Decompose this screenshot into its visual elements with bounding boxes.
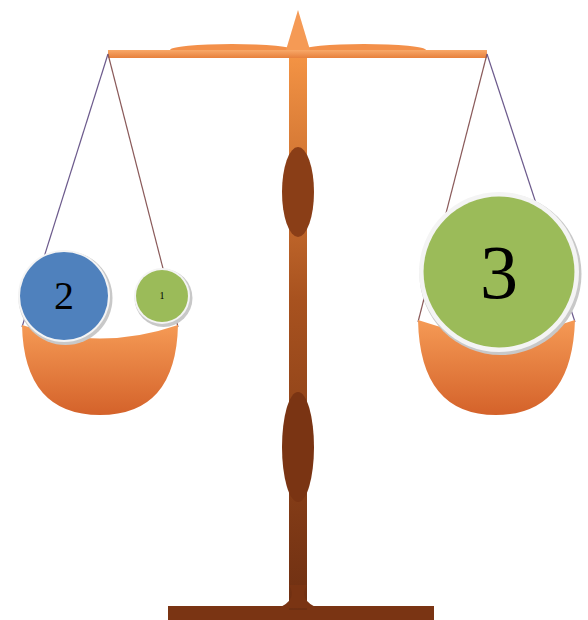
circle-shadow [19, 251, 113, 345]
weight-circle: 1 [132, 266, 192, 326]
weight-number: 2 [54, 276, 74, 316]
circle-fill [20, 252, 108, 340]
circle-fill [136, 270, 188, 322]
scale-post [289, 45, 307, 610]
post-foot [278, 585, 318, 608]
weight-circle: 2 [16, 248, 112, 344]
post-bulge [282, 392, 314, 502]
weight-number: 3 [480, 234, 518, 310]
weight-circle: 3 [417, 190, 581, 354]
circle-ring [419, 192, 579, 352]
scale-beam [108, 50, 487, 58]
circle-ring [18, 250, 110, 342]
beam-spike [286, 10, 310, 50]
circle-ring [134, 268, 190, 324]
circle-fill [424, 197, 575, 348]
post-bulge [282, 147, 314, 237]
circle-shadow [420, 193, 582, 355]
circle-shadow [135, 269, 193, 327]
weight-number: 1 [160, 291, 165, 301]
text-holder: 2 [16, 248, 112, 344]
text-holder: 3 [417, 190, 581, 354]
text-holder: 1 [132, 266, 192, 326]
